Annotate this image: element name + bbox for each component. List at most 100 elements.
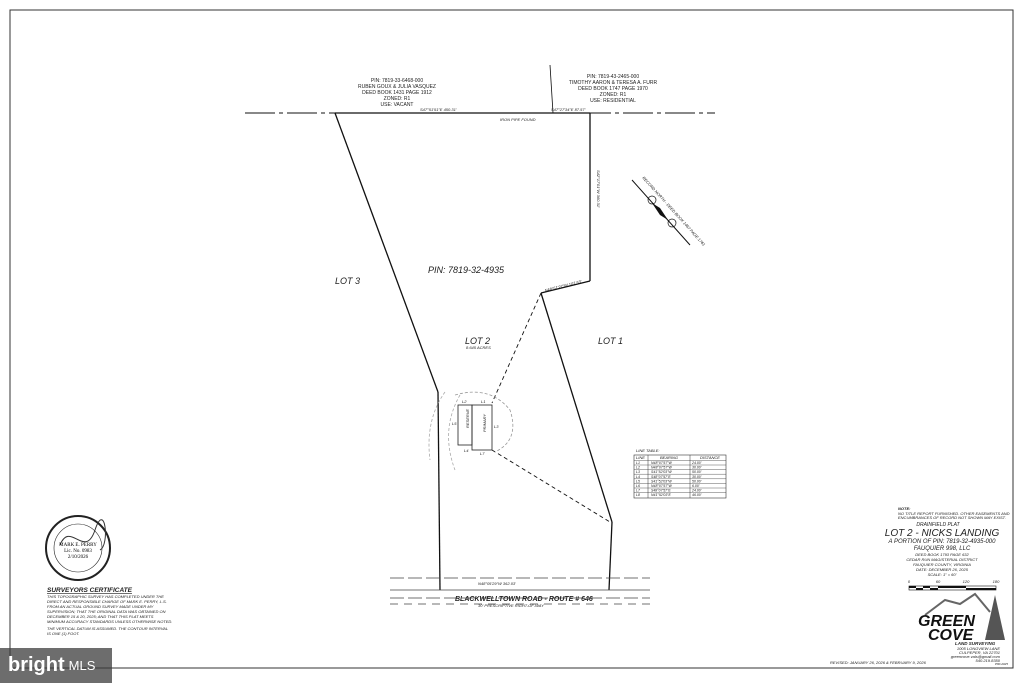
svg-text:IS ONE (1) FOOT.: IS ONE (1) FOOT.: [47, 631, 80, 636]
line-label: L5: [452, 421, 457, 426]
bearing-road: N48°05'29"W 362.03': [478, 581, 516, 586]
svg-text:FAUQUIER 998, LLC: FAUQUIER 998, LLC: [914, 546, 971, 552]
table-cell: 46.00': [692, 493, 702, 497]
svg-text:SCALE: 1" = 60': SCALE: 1" = 60': [928, 572, 957, 577]
primary-label: PRIMARY: [482, 414, 487, 432]
road-row: 30' PRESCRIPTIVE RIGHT-OF-WAY: [478, 603, 544, 608]
title-block: NOTE: NO TITLE REPORT FURNISHED. OTHER E…: [885, 506, 1010, 591]
table-cell: L2: [636, 466, 640, 470]
svg-text:USE: RESIDENTIAL: USE: RESIDENTIAL: [590, 98, 636, 104]
svg-text:LOT 2 - NICKS LANDING: LOT 2 - NICKS LANDING: [885, 528, 1000, 539]
svg-text:120: 120: [963, 579, 970, 584]
lot-2-acres: 8.645 ACRES: [466, 345, 491, 350]
bearing-jog: N48°51'27"W 107.53': [544, 279, 582, 293]
table-cell: N48°07'57"W: [651, 484, 673, 488]
table-cell: N48°07'57"W: [651, 461, 673, 465]
table-cell: 50.00': [692, 479, 702, 483]
sheet-border: [9, 9, 1014, 669]
bearing-top-right: S47°27'34"E 87.57': [551, 107, 586, 112]
north-arrow-icon: RECORD NORTH - DEED BOOK 1467 PAGE 1761: [631, 175, 706, 247]
revised-date: REVISED: JANUARY 26, 2026 & FEBRUARY 9, …: [830, 660, 927, 665]
svg-text:1005 LONGVIEW LANE: 1005 LONGVIEW LANE: [957, 646, 1000, 651]
svg-text:ZONED: R1: ZONED: R1: [600, 92, 627, 98]
table-cell: 30.00': [692, 475, 702, 479]
bearing-east: S42°17'01"W 360.31': [596, 170, 601, 208]
table-cell: L7: [636, 489, 641, 493]
svg-text:BEARING: BEARING: [660, 455, 678, 460]
watermark-suffix: MLS: [68, 658, 96, 673]
svg-text:PIN: 7819-33-6468-000: PIN: 7819-33-6468-000: [371, 78, 423, 84]
lot-2-label: LOT 2: [465, 336, 490, 346]
line-label: L3: [494, 424, 499, 429]
road-name: BLACKWELLTOWN ROAD - ROUTE # 646: [455, 596, 593, 603]
adjoiner-west: PIN: 7819-33-6468-000 RUBEN GOUX & JULIA…: [358, 78, 436, 108]
svg-text:COVE: COVE: [928, 627, 975, 644]
table-cell: 24.00': [691, 461, 702, 465]
svg-text:LAND SURVEYING: LAND SURVEYING: [955, 641, 996, 646]
svg-text:greencove.vals@gmail.com: greencove.vals@gmail.com: [951, 654, 1001, 659]
scale-bar: 0 60 120 180: [908, 579, 1000, 591]
svg-text:LINE: LINE: [636, 455, 645, 460]
green-cove-logo: GREEN COVE LAND SURVEYING 1005 LONGVIEW …: [918, 592, 1005, 663]
svg-text:Lic. No. 0983: Lic. No. 0983: [64, 549, 92, 554]
line-label: L7: [480, 451, 485, 456]
svg-text:540.219.8350: 540.219.8350: [976, 658, 1001, 663]
table-cell: L1: [636, 461, 640, 465]
table-cell: 50.00': [692, 470, 702, 474]
surveyor-seal: MARK E. PERRY Lic. No. 0983 2/10/2026: [45, 515, 111, 581]
svg-text:DISTANCE: DISTANCE: [700, 455, 720, 460]
svg-text:DATE: DECEMBER 26, 2025: DATE: DECEMBER 26, 2025: [916, 567, 969, 572]
svg-text:SURVEYORS CERTIFICATE: SURVEYORS CERTIFICATE: [47, 587, 133, 594]
table-cell: L3: [636, 470, 640, 474]
svg-text:180: 180: [993, 579, 1000, 584]
svg-text:FAUQUIER COUNTY, VIRGINIA: FAUQUIER COUNTY, VIRGINIA: [913, 562, 971, 567]
table-cell: S48°07'57"E: [651, 489, 671, 493]
drawing-number: P80-2025: [995, 662, 1008, 666]
table-cell: N41°52'03"E: [651, 493, 672, 497]
svg-text:TIMOTHY AARON & TERESA A. FURR: TIMOTHY AARON & TERESA A. FURR: [569, 80, 658, 86]
lot-1-label: LOT 1: [598, 336, 623, 346]
svg-text:CEDAR RUN MAGISTERIAL DISTRICT: CEDAR RUN MAGISTERIAL DISTRICT: [906, 557, 978, 562]
svg-text:DEED BOOK 1747 PAGE 1970: DEED BOOK 1747 PAGE 1970: [578, 86, 648, 92]
svg-text:MARK E. PERRY: MARK E. PERRY: [59, 543, 97, 548]
table-cell: N48°07'57"W: [651, 466, 673, 470]
svg-text:CULPEPER, VA 22701: CULPEPER, VA 22701: [959, 650, 1000, 655]
table-cell: 30.00': [692, 466, 702, 470]
svg-text:DIRECT AND RESPONSIBLE CHARGE: DIRECT AND RESPONSIBLE CHARGE OF MARK E.…: [47, 599, 167, 604]
svg-text:DEED BOOK 1431 PAGE 1912: DEED BOOK 1431 PAGE 1912: [362, 90, 432, 96]
svg-text:THIS TOPOGRAPHIC SURVEY HAS CO: THIS TOPOGRAPHIC SURVEY HAS COMPLETED UN…: [47, 594, 164, 599]
svg-text:DEED BOOK 1793 PAGE 632: DEED BOOK 1793 PAGE 632: [915, 552, 969, 557]
property-boundary: [245, 64, 715, 591]
table-cell: L8: [636, 493, 640, 497]
table-cell: L6: [636, 484, 640, 488]
watermark-brand: bright: [8, 654, 65, 676]
line-label: L2: [462, 399, 467, 404]
table-cell: 6.00': [692, 484, 700, 488]
svg-text:DRAINFIELD PLAT: DRAINFIELD PLAT: [916, 522, 960, 528]
table-cell: S41°52'03"W: [651, 470, 672, 474]
primary-area: [471, 404, 493, 451]
svg-text:DECEMBER 15 & 20, 2025; AND TH: DECEMBER 15 & 20, 2025; AND THAT THIS PL…: [47, 614, 154, 619]
table-cell: S41°52'03"W: [651, 479, 672, 483]
adjoiner-east: PIN: 7819-43-2465-000 TIMOTHY AARON & TE…: [569, 74, 658, 104]
svg-text:GREEN: GREEN: [918, 613, 975, 630]
svg-text:NO TITLE REPORT FURNISHED. OT: NO TITLE REPORT FURNISHED. OTHER EASEMEN…: [898, 511, 1010, 516]
svg-text:SUPERVISION; THAT THE ORIGINAL: SUPERVISION; THAT THE ORIGINAL DATA WAS …: [47, 609, 166, 614]
svg-text:ZONED: R1: ZONED: R1: [384, 96, 411, 102]
svg-text:LINE TABLE:: LINE TABLE:: [636, 448, 660, 453]
svg-text:A PORTION OF PIN: 7819-32-4935: A PORTION OF PIN: 7819-32-4935-000: [888, 539, 997, 545]
svg-text:RUBEN GOUX & JULIA VASQUEZ: RUBEN GOUX & JULIA VASQUEZ: [358, 84, 436, 90]
svg-text:THE VERTICAL DATUM IS ASSUMED.: THE VERTICAL DATUM IS ASSUMED. THE CONTO…: [47, 626, 168, 631]
svg-text:FROM AN ACTUAL GROUND SURVEY M: FROM AN ACTUAL GROUND SURVEY MADE UNDER …: [47, 604, 154, 609]
table-cell: 24.00': [691, 489, 702, 493]
svg-text:0: 0: [908, 579, 911, 584]
svg-text:ENCUMBRANCES OF RECORD NOT SHO: ENCUMBRANCES OF RECORD NOT SHOWN MAY EXI…: [898, 515, 1006, 520]
iron-pipe-label: IRON PIPE FOUND: [500, 117, 536, 122]
svg-text:RECORD NORTH - DEED BOOK 1467: RECORD NORTH - DEED BOOK 1467 PAGE 1761: [641, 175, 706, 247]
svg-text:MINIMUM ACCURACY STANDARDS UNL: MINIMUM ACCURACY STANDARDS UNLESS OTHERW…: [47, 619, 172, 624]
lot-3-label: LOT 3: [335, 276, 360, 286]
reserve-label: RESERVE: [465, 409, 470, 428]
